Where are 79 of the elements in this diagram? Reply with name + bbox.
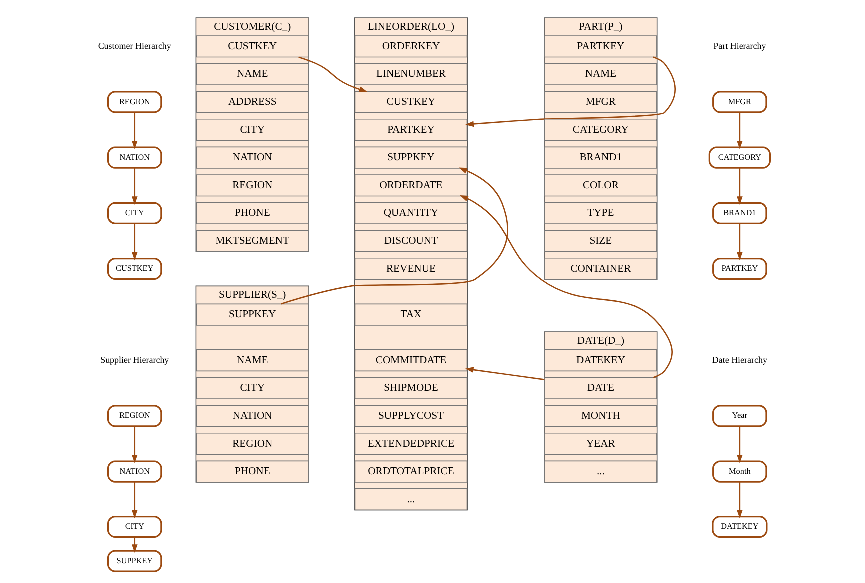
arrow bbox=[465, 367, 545, 380]
node-box: MONTH bbox=[544, 405, 658, 428]
node-box: NATION bbox=[196, 146, 310, 169]
arrow bbox=[281, 168, 508, 305]
arrow bbox=[298, 56, 368, 92]
node-box: SIZE bbox=[544, 230, 658, 252]
node-box: SHIPMODE bbox=[354, 377, 468, 400]
node-box: Month bbox=[712, 460, 768, 483]
arrow bbox=[737, 426, 743, 464]
node-box: ... bbox=[544, 460, 658, 483]
label: Supplier Hierarchy bbox=[100, 354, 170, 365]
node-box: CUSTKEY bbox=[354, 91, 468, 114]
node-box: ADDRESS bbox=[196, 91, 310, 114]
arrow bbox=[132, 482, 138, 519]
node-box: EXTENDEDPRICE bbox=[354, 432, 468, 456]
node-box: SUPPLYCOST bbox=[354, 405, 468, 428]
arrow bbox=[132, 224, 138, 261]
node-box: MFGR bbox=[544, 91, 658, 114]
arrow bbox=[737, 224, 743, 261]
node-box: NATION bbox=[107, 460, 162, 483]
arrow bbox=[132, 537, 138, 554]
node-box: QUANTITY bbox=[354, 202, 468, 224]
node-box: DATEKEY bbox=[544, 350, 658, 372]
node-box: COLOR bbox=[544, 174, 658, 197]
node-box: BRAND1 bbox=[544, 146, 658, 169]
arrow bbox=[132, 112, 138, 150]
label: Part Hierarchy bbox=[714, 40, 766, 51]
arrow bbox=[737, 482, 743, 519]
node-box: Year bbox=[712, 405, 768, 428]
node-box: TYPE bbox=[544, 202, 658, 224]
node-box: CITY bbox=[107, 202, 162, 224]
node-box: CONTAINER bbox=[544, 258, 658, 280]
node-box: PARTKEY bbox=[544, 36, 658, 58]
node-box: SUPPKEY bbox=[354, 146, 468, 169]
node-box: NATION bbox=[107, 146, 162, 169]
node-box: PARTKEY bbox=[354, 118, 468, 142]
node-box: CITY bbox=[196, 118, 310, 142]
node-box: LINENUMBER bbox=[354, 63, 468, 86]
node-box: PHONE bbox=[196, 460, 310, 483]
node-box: NAME bbox=[544, 63, 658, 86]
node-box: DISCOUNT bbox=[354, 230, 468, 252]
node-box: NAME bbox=[196, 63, 310, 86]
node-box: DATEKEY bbox=[712, 516, 768, 538]
node-box: CUSTKEY bbox=[196, 36, 310, 58]
arrow bbox=[460, 196, 673, 378]
node-box: SUPPKEY bbox=[196, 304, 310, 326]
node-box: ORDTOTALPRICE bbox=[354, 460, 468, 483]
arrow bbox=[737, 168, 743, 206]
node-box: PARTKEY bbox=[712, 258, 768, 280]
node-box: ORDERKEY bbox=[354, 36, 468, 58]
node-box: CATEGORY bbox=[544, 118, 658, 142]
arrow bbox=[737, 112, 743, 150]
node-box: REGION bbox=[107, 91, 162, 114]
node-box: PHONE bbox=[196, 202, 310, 224]
node-box: NATION bbox=[196, 405, 310, 428]
node-box: TAX bbox=[354, 304, 468, 326]
node-box: SUPPKEY bbox=[107, 550, 162, 572]
node-box: CITY bbox=[196, 377, 310, 400]
node-box: REGION bbox=[196, 174, 310, 197]
node-box: CATEGORY bbox=[708, 146, 771, 169]
node-box: NAME bbox=[196, 350, 310, 372]
node-box: ... bbox=[354, 488, 468, 511]
node-box: REGION bbox=[196, 432, 310, 456]
node-box: YEAR bbox=[544, 432, 658, 456]
arrow bbox=[132, 426, 138, 464]
node-box: COMMITDATE bbox=[354, 350, 468, 372]
node-box: CITY bbox=[107, 516, 162, 538]
label: Date Hierarchy bbox=[712, 354, 768, 365]
node-box: BRAND1 bbox=[712, 202, 768, 224]
node-box: CUSTKEY bbox=[107, 258, 162, 280]
node-box: MKTSEGMENT bbox=[196, 230, 310, 252]
node-box: DATE bbox=[544, 377, 658, 400]
node-box: ORDERDATE bbox=[354, 174, 468, 197]
node-box: REGION bbox=[107, 405, 162, 428]
node-box: MFGR bbox=[712, 91, 768, 114]
label: Customer Hierarchy bbox=[98, 40, 172, 51]
node-box: REVENUE bbox=[354, 258, 468, 280]
arrow bbox=[132, 168, 138, 206]
arrow bbox=[466, 56, 676, 128]
